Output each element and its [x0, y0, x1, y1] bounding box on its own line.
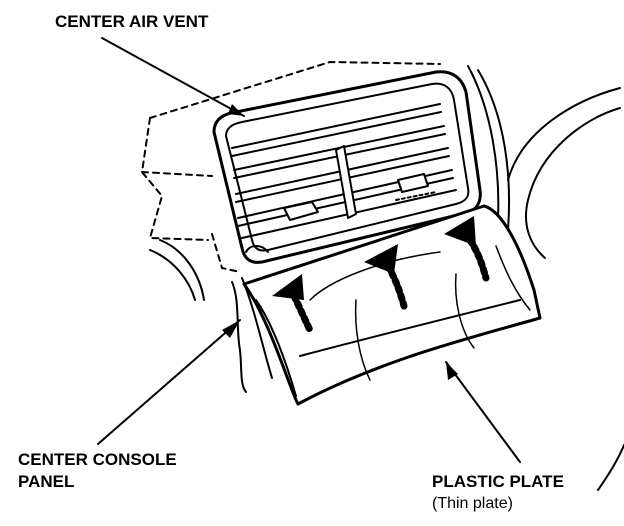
leader-center-air-vent [101, 37, 245, 117]
leader-plastic-plate [445, 361, 521, 463]
dashboard-outline [149, 65, 624, 491]
plastic-plate [242, 204, 542, 406]
leader-console-panel [97, 319, 241, 445]
label-center-console-panel-line1: CENTER CONSOLE [18, 450, 177, 469]
airflow-arrow-left [272, 274, 314, 334]
leader-lines [97, 37, 521, 463]
hidden-housing-outline [141, 61, 441, 273]
label-center-console-panel-line2: PANEL [18, 472, 75, 491]
label-center-air-vent: CENTER AIR VENT [55, 12, 209, 31]
airflow-arrow-right [444, 216, 490, 282]
airflow-arrow-center [364, 244, 408, 310]
label-plastic-plate-note: (Thin plate) [432, 495, 513, 512]
label-plastic-plate: PLASTIC PLATE [432, 472, 564, 491]
airflow-arrows [272, 216, 490, 334]
